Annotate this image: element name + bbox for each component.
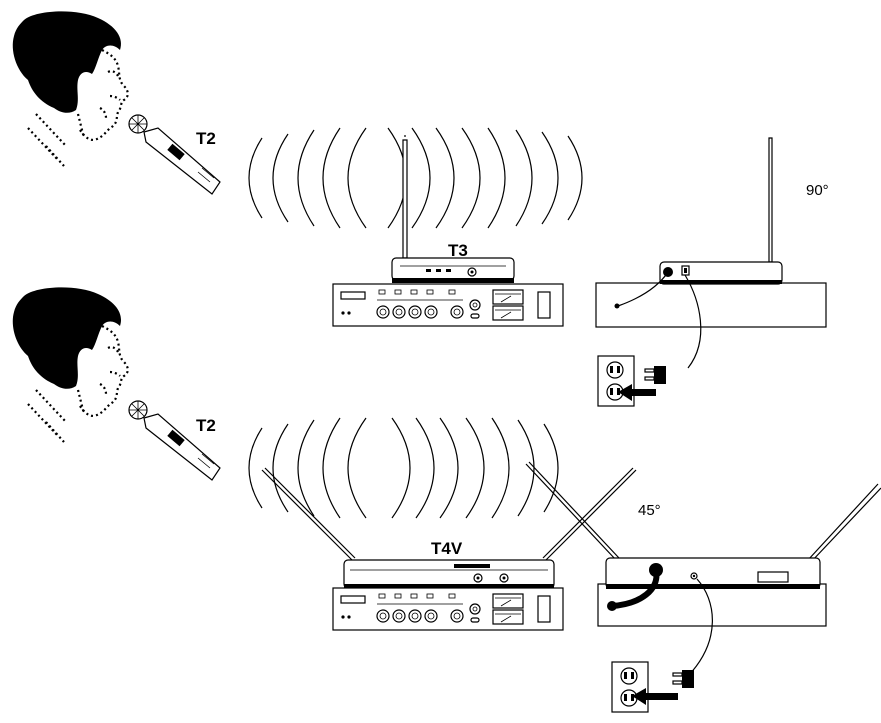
angle-label-bottom: 45° [638,502,661,519]
receiver-label-bottom: T4V [431,539,463,558]
receiver-t4v-rear [525,461,881,677]
radio-waves-top [248,127,583,229]
ac-outlet-bottom [611,661,649,713]
top-setup: T2 T3 [11,10,829,407]
handheld-mic-bottom [128,400,221,481]
receiver-t3-front [391,135,515,283]
receiver-label-top: T3 [448,241,468,260]
performer-head-top [11,10,129,168]
angle-label-top: 90° [806,182,829,199]
plug-bottom [672,669,695,689]
plug-top [644,365,667,385]
receiver-t4v-front [261,467,637,589]
plug-arrow-top [618,384,656,401]
rack-mixer-top [332,283,564,327]
transmitter-label-bottom: T2 [196,416,216,435]
bottom-setup: T2 T4V [11,286,881,713]
rack-mixer-bottom [332,587,564,631]
transmitter-label-top: T2 [196,129,216,148]
performer-head-bottom [11,286,129,444]
plug-arrow-bottom [632,688,678,705]
radio-waves-bottom [248,417,559,519]
receiver-t3-rear [595,137,827,369]
handheld-mic-top [128,114,221,195]
